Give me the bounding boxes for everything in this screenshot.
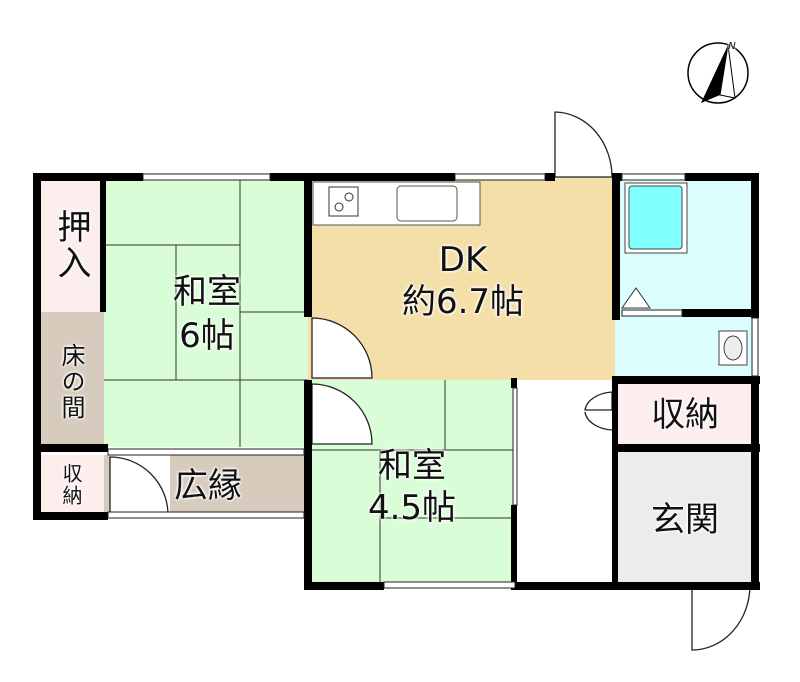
dk-size: 約6.7帖 [401, 282, 525, 322]
washitsu6-size: 6帖 [179, 316, 235, 356]
windows [107, 173, 759, 589]
sink [396, 185, 458, 222]
genkan-floor [615, 447, 755, 585]
walls [33, 173, 760, 590]
dk-label: DK [438, 240, 488, 280]
tokonoma-label: 床の間 [57, 343, 85, 421]
water-heater-icon [621, 287, 651, 309]
genkan-label: 玄関 [651, 500, 719, 540]
storage-left-label: 収納 [59, 463, 83, 507]
burner-icon [344, 192, 354, 202]
basin-bowl [723, 335, 743, 361]
compass-north-label: N [728, 41, 736, 52]
stove [328, 186, 359, 217]
storage-right-floor [615, 380, 755, 447]
hiroen-label: 広縁 [174, 466, 242, 506]
compass-icon [687, 42, 749, 104]
bathtub-water [628, 185, 683, 250]
door-swings [109, 111, 751, 651]
oshiire-label: 押入 [51, 209, 91, 281]
oshiire-floor [38, 177, 104, 312]
washitsu45-size: 4.5帖 [367, 488, 457, 528]
tokonoma-floor [38, 312, 104, 447]
tatami-lines [104, 177, 515, 585]
washitsu6-label: 和室 [173, 272, 241, 312]
washitsu45-label: 和室 [378, 446, 446, 486]
storage-left-floor [38, 455, 104, 515]
storage-right-label: 収納 [651, 395, 719, 435]
burner-icon [334, 202, 344, 212]
